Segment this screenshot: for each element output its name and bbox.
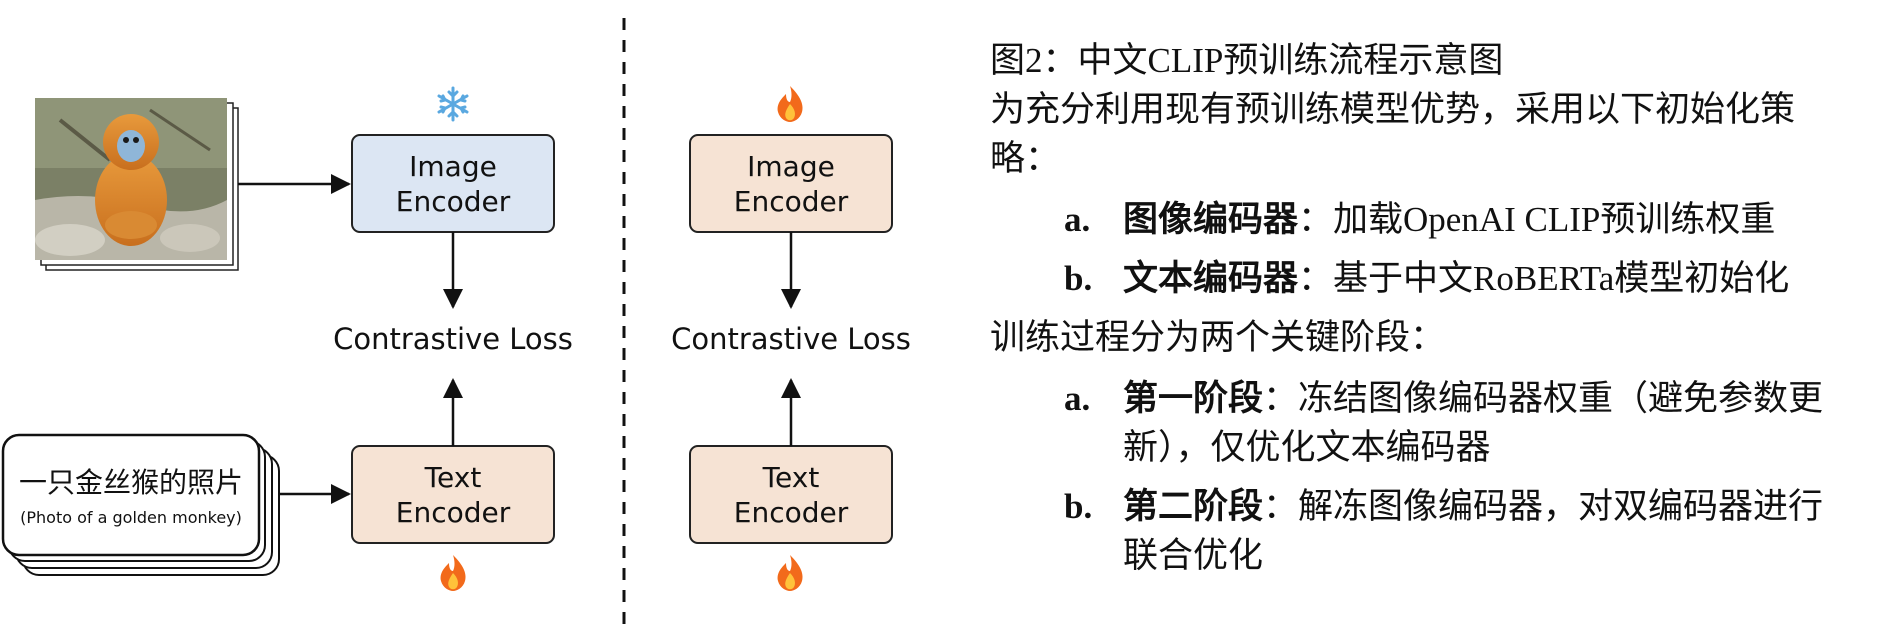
fire-icon bbox=[440, 555, 466, 591]
fire-icon bbox=[777, 86, 803, 122]
golden-monkey-photo bbox=[35, 98, 227, 260]
intro-line-2: 略： bbox=[990, 139, 1061, 178]
left-image-encoder-label-2: Encoder bbox=[396, 185, 511, 218]
init-item-marker: a. bbox=[1064, 200, 1091, 239]
caption-stack: 一只金丝猴的照片 (Photo of a golden monkey) bbox=[1, 433, 280, 576]
left-text-encoder-label-1: Text bbox=[424, 461, 482, 494]
left-image-encoder: Image Encoder bbox=[351, 134, 555, 233]
stage-item-marker: b. bbox=[1064, 487, 1093, 526]
left-text-encoder: Text Encoder bbox=[351, 445, 555, 544]
stage-item-one: a. 第一阶段：冻结图像编码器权重（避免参数更新），仅优化文本编码器 bbox=[990, 374, 1890, 472]
init-item-text-encoder: b. 文本编码器：基于中文RoBERTa模型初始化 bbox=[990, 254, 1890, 303]
right-text-encoder-label-1: Text bbox=[762, 461, 820, 494]
init-item-term: 文本编码器 bbox=[1123, 259, 1299, 298]
stage-item-desc-line-2: 新），仅优化文本编码器 bbox=[1123, 428, 1491, 467]
caption-chinese: 一只金丝猴的照片 bbox=[19, 466, 243, 499]
caption-english: (Photo of a golden monkey) bbox=[20, 508, 242, 527]
right-image-encoder-label-2: Encoder bbox=[734, 185, 849, 218]
stage-item-two: b. 第二阶段：解冻图像编码器，对双编码器进行联合优化 bbox=[990, 482, 1890, 580]
figure-title: 图2：中文CLIP预训练流程示意图 bbox=[990, 41, 1504, 80]
fire-icon bbox=[777, 555, 803, 591]
photo-stack bbox=[35, 98, 239, 271]
right-text-encoder: Text Encoder bbox=[689, 445, 893, 544]
right-text-encoder-label-2: Encoder bbox=[734, 496, 849, 529]
init-item-desc: ：加载OpenAI CLIP预训练权重 bbox=[1298, 200, 1776, 239]
stages-intro: 训练过程分为两个关键阶段： bbox=[990, 318, 1446, 357]
right-image-encoder-label-1: Image bbox=[747, 150, 835, 183]
stage-item-marker: a. bbox=[1064, 379, 1091, 418]
init-item-desc: ：基于中文RoBERTa模型初始化 bbox=[1298, 259, 1790, 298]
stage-item-term: 第一阶段 bbox=[1123, 379, 1264, 418]
stage-item-desc-line-1: ：解冻图像编码器，对双编码器进行 bbox=[1263, 487, 1824, 526]
init-item-marker: b. bbox=[1064, 259, 1093, 298]
intro-line-1: 为充分利用现有预训练模型优势，采用以下初始化策 bbox=[990, 90, 1796, 129]
right-contrastive-loss: Contrastive Loss bbox=[671, 322, 911, 356]
init-item-term: 图像编码器 bbox=[1123, 200, 1299, 239]
explanation-panel: 图2：中文CLIP预训练流程示意图 为充分利用现有预训练模型优势，采用以下初始化… bbox=[990, 36, 1890, 580]
stage-item-desc-line-1: ：冻结图像编码器权重（避免参数更 bbox=[1263, 379, 1824, 418]
init-item-image-encoder: a. 图像编码器：加载OpenAI CLIP预训练权重 bbox=[990, 195, 1890, 244]
clip-training-diagram: 一只金丝猴的照片 (Photo of a golden monkey) Imag… bbox=[1, 18, 911, 628]
left-image-encoder-label-1: Image bbox=[409, 150, 497, 183]
stage-item-desc-line-2: 联合优化 bbox=[1123, 536, 1264, 575]
left-contrastive-loss: Contrastive Loss bbox=[333, 322, 573, 356]
snowflake-icon bbox=[437, 86, 469, 122]
right-image-encoder: Image Encoder bbox=[689, 134, 893, 233]
left-text-encoder-label-2: Encoder bbox=[396, 496, 511, 529]
stage-item-term: 第二阶段 bbox=[1123, 487, 1264, 526]
